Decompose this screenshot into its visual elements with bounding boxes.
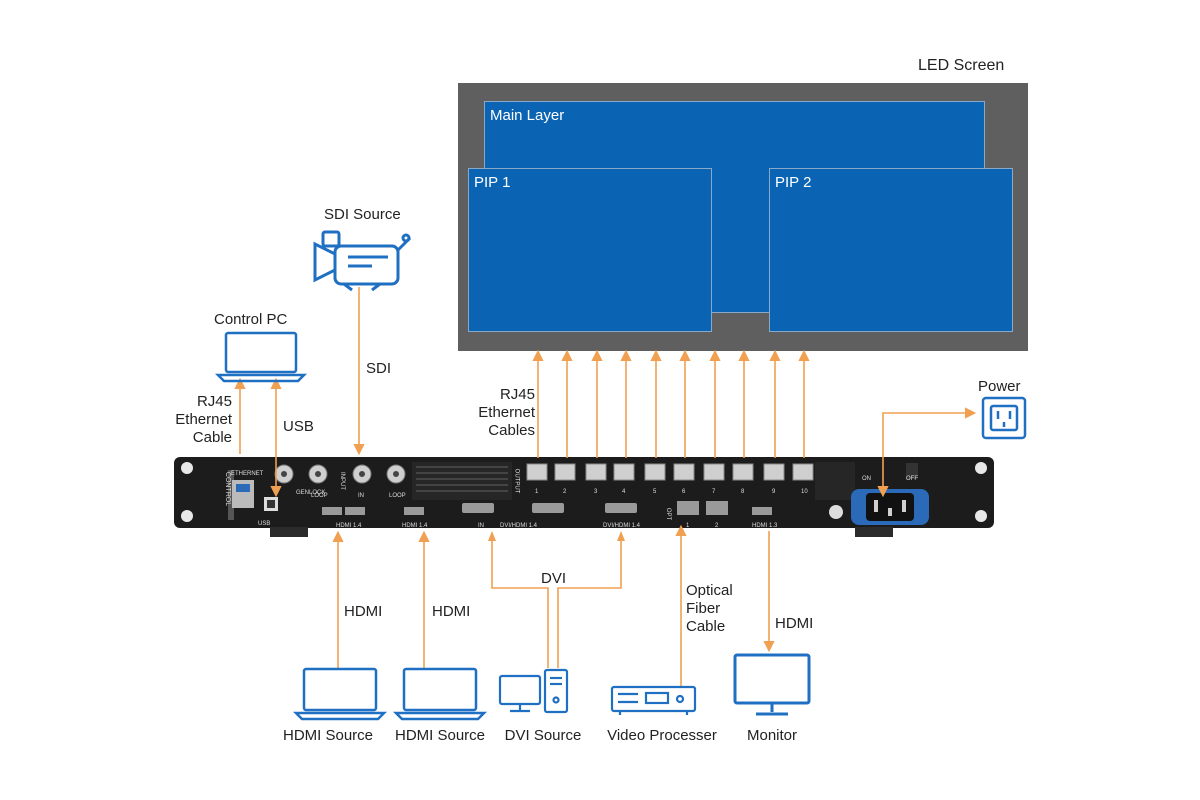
panel-usb-label: USB — [258, 521, 271, 527]
control-pc-label: Control PC — [214, 311, 288, 328]
output-port-number: 1 — [535, 489, 539, 495]
panel-dvi-hdmi2-label: DVI/HDMI 1.4 — [603, 523, 641, 529]
output-port-number: 2 — [563, 489, 567, 495]
cables — [234, 287, 977, 688]
output-port-number: 3 — [594, 489, 598, 495]
sdi-label: SDI — [366, 360, 392, 377]
panel-hdmi14-2-label: HDMI 1.4 — [402, 523, 428, 529]
dvi-cable-label: DVI — [541, 570, 567, 587]
hdmi-cable-label-1: HDMI — [344, 603, 383, 620]
hdmi-monitor-cable-label: HDMI — [775, 615, 814, 632]
pip2-label: PIP 2 — [775, 174, 812, 191]
monitor-icon — [733, 653, 811, 716]
output-port-number: 6 — [682, 489, 686, 495]
panel-hdmi13-label: HDMI 1.3 — [752, 523, 778, 529]
laptop-icon — [214, 331, 308, 383]
sdi-source-label: SDI Source — [324, 206, 401, 223]
laptop-icon — [292, 667, 388, 721]
panel-opt-label: OPT — [665, 507, 672, 521]
panel-dvi-in-label: IN — [478, 523, 484, 529]
power-label: Power — [978, 378, 1021, 395]
video-camera-icon — [313, 230, 412, 292]
usb-label: USB — [283, 418, 314, 435]
pip1-label: PIP 1 — [474, 174, 511, 191]
output-port-number: 4 — [622, 489, 626, 495]
output-port-number: 8 — [741, 489, 745, 495]
hdmi-source-label-1: HDMI Source — [282, 727, 374, 744]
panel-dvi-hdmi-label: DVI/HDMI 1.4 — [500, 523, 538, 529]
panel-loop2-label: LOOP — [389, 493, 406, 499]
panel-ethernet-label: ETHERNET — [231, 471, 264, 477]
output-port-number: 9 — [772, 489, 776, 495]
output-port-number: 5 — [653, 489, 657, 495]
rj45-ethernet-cables-label: RJ45 Ethernet Cables — [478, 386, 535, 439]
main-layer-label: Main Layer — [490, 107, 565, 124]
laptop-icon — [392, 667, 488, 721]
rack-device-icon — [610, 685, 697, 715]
pip2-layer: PIP 2 — [769, 168, 1013, 332]
panel-output-label: OUTPUT — [513, 468, 520, 494]
led-screen-title: LED Screen — [918, 57, 1005, 74]
hdmi-source-label-2: HDMI Source — [394, 727, 486, 744]
dvi-source-label: DVI Source — [504, 727, 582, 744]
opt-port-number: 2 — [715, 523, 719, 529]
panel-genlock-label: GENLOCK — [296, 490, 326, 496]
optical-fiber-cable-label: Optical Fiber Cable — [686, 582, 733, 635]
panel-on-label: ON — [862, 476, 871, 482]
output-port-number: 7 — [712, 489, 716, 495]
desktop-computer-icon — [498, 668, 569, 714]
output-port-number: 10 — [801, 489, 808, 495]
video-processer-label: Video Processer — [607, 727, 717, 744]
hdmi-cable-label-2: HDMI — [432, 603, 471, 620]
panel-off-label: OFF — [906, 476, 918, 482]
opt-port-number: 1 — [686, 523, 690, 529]
panel-loop-label: LOOP — [311, 493, 328, 499]
panel-in-label: IN — [358, 493, 364, 499]
monitor-label: Monitor — [746, 727, 798, 744]
rj45-ethernet-cable-label: RJ45 Ethernet Cable — [175, 393, 232, 446]
panel-hdmi14-1-label: HDMI 1.4 — [336, 523, 362, 529]
video-processor-chassis — [174, 457, 994, 537]
panel-input-label: INPUT — [339, 472, 345, 490]
pip1-layer: PIP 1 — [468, 168, 712, 332]
power-socket-icon — [981, 396, 1027, 440]
